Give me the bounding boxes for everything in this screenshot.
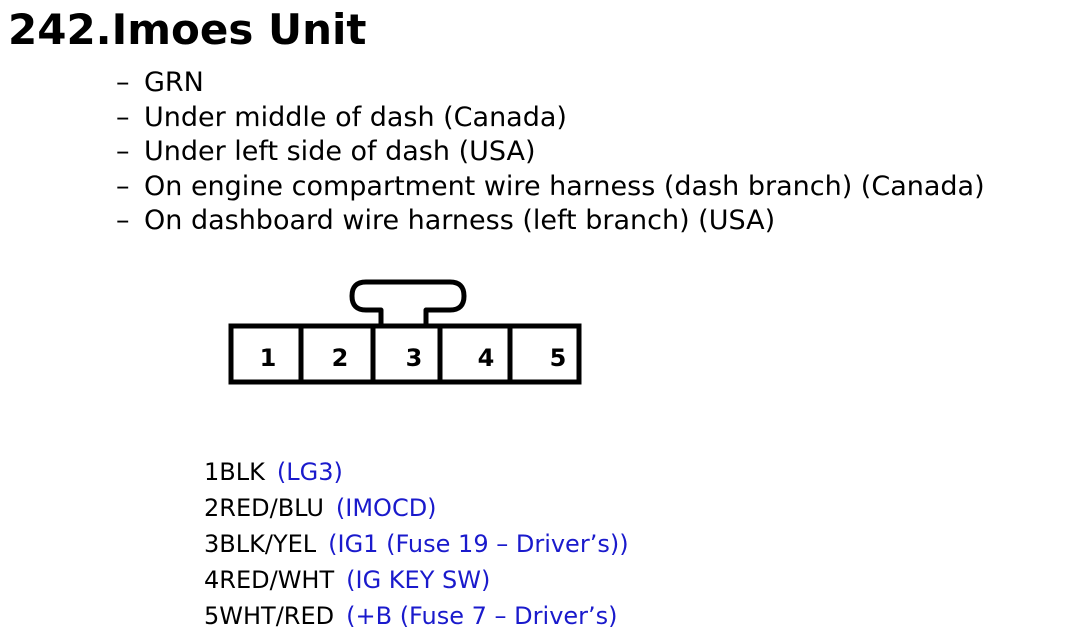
pin-wire-color: RED/WHT <box>219 566 335 594</box>
pin-row: 4RED/WHT (IG KEY SW) <box>204 562 629 598</box>
terminal-label: 3 <box>406 344 423 372</box>
terminal-label: 2 <box>332 344 349 372</box>
note-text: On engine compartment wire harness (dash… <box>144 170 985 202</box>
pin-number: 5 <box>204 602 220 630</box>
pin-number: 1 <box>204 458 220 486</box>
pin-number: 4 <box>204 566 220 594</box>
terminal-label: 1 <box>260 344 277 372</box>
note-text: Under middle of dash (Canada) <box>144 101 567 133</box>
pin-wire-color: BLK <box>219 458 265 486</box>
pin-number: 3 <box>204 530 220 558</box>
pin-row: 5WHT/RED (+B (Fuse 7 – Driver’s) <box>204 598 629 634</box>
pin-row: 2RED/BLU (IMOCD) <box>204 490 629 526</box>
pin-function: (LG3) <box>276 458 343 486</box>
pin-function: (IG1 (Fuse 19 – Driver’s)) <box>328 530 629 558</box>
bullet-dash: – <box>116 67 130 98</box>
bullet-dash: – <box>116 136 130 168</box>
bullet-dash: – <box>116 101 130 133</box>
connector-housing <box>228 323 582 385</box>
pin-wire-color: BLK/YEL <box>219 530 317 558</box>
bullet-dash: – <box>116 170 130 202</box>
location-notes: –GRN –Under middle of dash (Canada) –Und… <box>116 66 985 239</box>
terminal-label: 4 <box>478 344 495 372</box>
note-text: On dashboard wire harness (left branch) … <box>144 205 776 237</box>
note-text: Under left side of dash (USA) <box>144 136 536 168</box>
pin-row: 3BLK/YEL (IG1 (Fuse 19 – Driver’s)) <box>204 526 629 562</box>
note-text: GRN <box>144 67 204 98</box>
terminal-label: 5 <box>550 344 567 372</box>
pin-function: (IG KEY SW) <box>346 566 491 594</box>
pin-function: (+B (Fuse 7 – Driver’s) <box>346 602 618 630</box>
note-item: –On dashboard wire harness (left branch)… <box>116 204 985 239</box>
bullet-dash: – <box>116 205 130 237</box>
connector-diagram: 1 2 3 4 5 <box>228 279 582 385</box>
note-item: –On engine compartment wire harness (das… <box>116 170 985 205</box>
pin-wire-color: WHT/RED <box>219 602 335 630</box>
page-title: 242.Imoes Unit <box>8 5 367 54</box>
connector-latch <box>349 279 467 326</box>
pin-wire-color: RED/BLU <box>219 494 324 522</box>
pin-list: 1BLK (LG3) 2RED/BLU (IMOCD) 3BLK/YEL (IG1 (… <box>204 454 629 634</box>
note-item: –Under middle of dash (Canada) <box>116 101 985 136</box>
pin-number: 2 <box>204 494 220 522</box>
note-item: –GRN <box>116 66 985 101</box>
pin-row: 1BLK (LG3) <box>204 454 629 490</box>
note-item: –Under left side of dash (USA) <box>116 135 985 170</box>
pin-function: (IMOCD) <box>335 494 437 522</box>
